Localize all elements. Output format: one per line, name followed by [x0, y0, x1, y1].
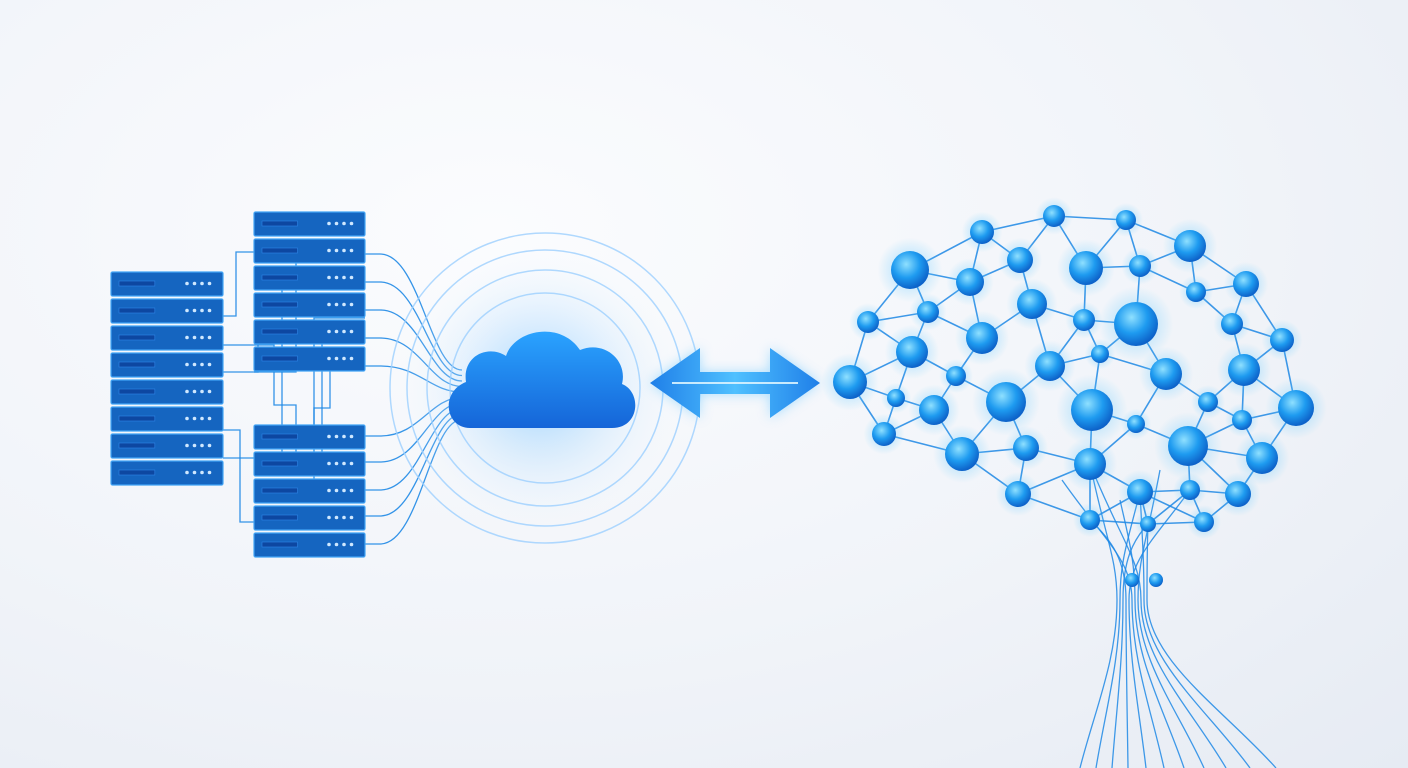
neuron-node — [986, 382, 1026, 422]
neuron-node — [970, 220, 994, 244]
neuron-node — [1080, 510, 1100, 530]
server-unit — [253, 292, 366, 318]
neuron-node — [1127, 415, 1145, 433]
neuron-node — [919, 395, 949, 425]
stem-fiber — [1095, 491, 1141, 768]
neuron-node — [1180, 480, 1200, 500]
server-unit — [253, 424, 366, 450]
neuron-node — [1140, 516, 1156, 532]
neuron-node — [1074, 448, 1106, 480]
neuron-node — [1073, 309, 1095, 331]
server-unit — [253, 238, 366, 264]
neuron-node — [917, 301, 939, 323]
stem-fiber — [1089, 463, 1227, 768]
server-unit — [110, 379, 224, 405]
server-unit — [253, 478, 366, 504]
server-unit — [253, 265, 366, 291]
neuron-node — [1278, 390, 1314, 426]
neuron-node — [887, 389, 905, 407]
neuron-node — [1198, 392, 1218, 412]
neuron-node — [1228, 354, 1260, 386]
neuron-node — [1186, 282, 1206, 302]
server-unit — [253, 346, 366, 372]
neuron-node — [1091, 345, 1109, 363]
neuron-node — [1149, 573, 1163, 587]
neuron-node — [1116, 210, 1136, 230]
server-unit — [110, 271, 224, 297]
neuron-node — [1035, 351, 1065, 381]
bidirectional-arrow-icon — [650, 348, 820, 418]
server-rack-top — [253, 211, 366, 372]
server-unit — [110, 406, 224, 432]
server-unit — [110, 352, 224, 378]
neuron-node — [966, 322, 998, 354]
server-unit — [110, 325, 224, 351]
neuron-node — [1232, 410, 1252, 430]
server-rack-bottom — [253, 424, 366, 558]
neuron-node — [872, 422, 896, 446]
server-unit — [253, 451, 366, 477]
neuron-node — [956, 268, 984, 296]
neuron-node — [857, 311, 879, 333]
neuron-node — [891, 251, 929, 289]
neuron-node — [1017, 289, 1047, 319]
server-unit — [253, 211, 366, 237]
server-unit — [253, 505, 366, 531]
neuron-node — [1071, 389, 1113, 431]
neuron-node — [1233, 271, 1259, 297]
cloud-icon — [389, 232, 701, 544]
neuron-node — [1007, 247, 1033, 273]
neuron-node — [1168, 426, 1208, 466]
neuron-node — [1246, 442, 1278, 474]
neuron-node — [1127, 479, 1153, 505]
stem-fiber — [1146, 523, 1277, 768]
neuron-node — [1013, 435, 1039, 461]
server-unit — [253, 319, 366, 345]
stem-fiber — [1119, 499, 1185, 768]
neuron-node — [1194, 512, 1214, 532]
neuron-node — [946, 366, 966, 386]
stem-fiber — [1111, 523, 1149, 768]
neuron-node — [1225, 481, 1251, 507]
neuron-node — [1125, 573, 1139, 587]
server-unit — [110, 460, 224, 486]
neuron-node — [1129, 255, 1151, 277]
neuron-node — [1174, 230, 1206, 262]
neuron-node — [833, 365, 867, 399]
server-rack-left — [110, 271, 224, 486]
neuron-node — [1069, 251, 1103, 285]
server-unit — [253, 532, 366, 558]
neuron-node — [1221, 313, 1243, 335]
neuron-node — [896, 336, 928, 368]
brain-network-icon — [821, 197, 1327, 539]
neuron-node — [1270, 328, 1294, 352]
cloud-shape — [448, 331, 636, 428]
neuron-node — [1114, 302, 1158, 346]
server-unit — [110, 298, 224, 324]
neuron-node — [1043, 205, 1065, 227]
server-racks — [110, 211, 366, 558]
neuron-node — [1005, 481, 1031, 507]
server-unit — [110, 433, 224, 459]
neuron-node — [945, 437, 979, 471]
stem-fiber — [1089, 519, 1129, 768]
neuron-node — [1150, 358, 1182, 390]
